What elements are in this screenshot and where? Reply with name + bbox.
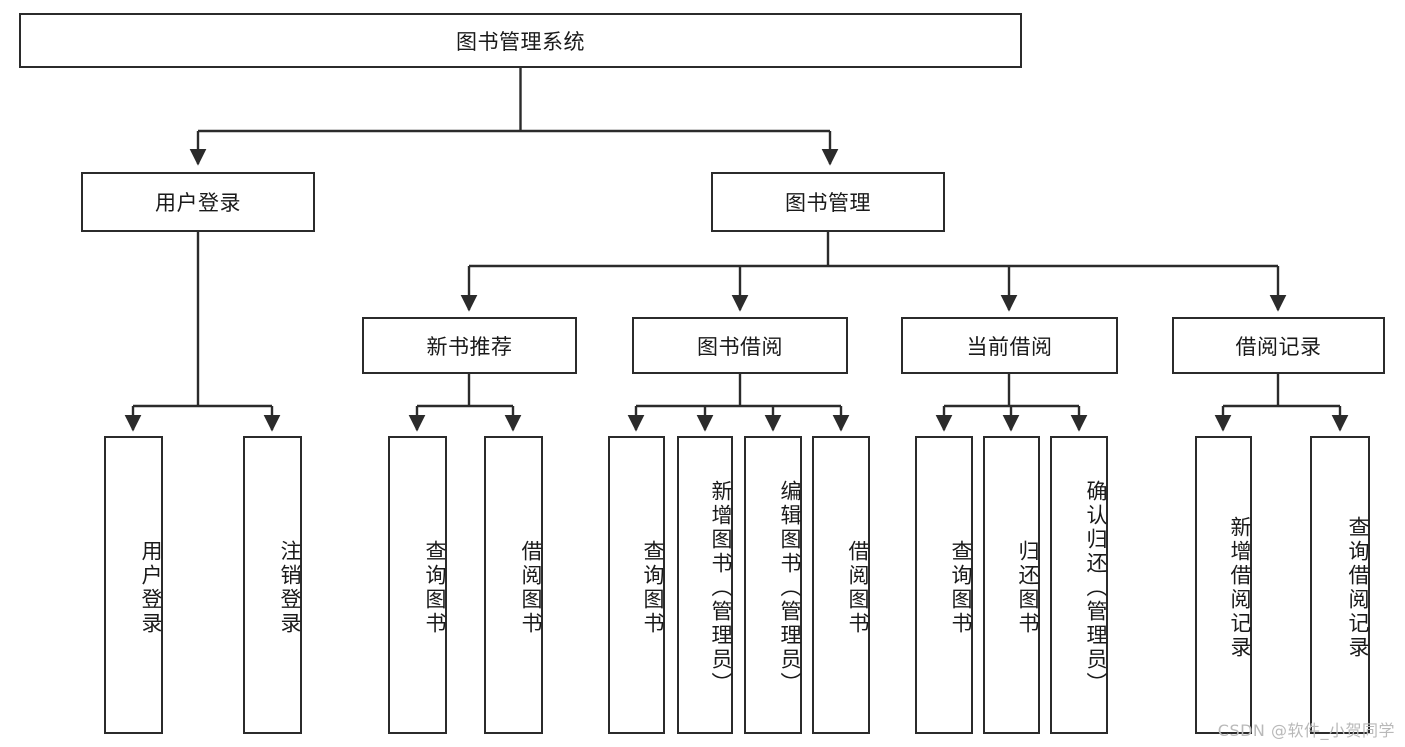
leaf-borrow-book-1[interactable]: 借阅图书 <box>484 436 543 734</box>
node-borrow-record-label: 借阅记录 <box>1235 334 1322 359</box>
leaf-query-record-label: 查询借阅记录 <box>1346 516 1370 660</box>
node-user-login-label: 用户登录 <box>155 191 241 215</box>
leaf-user-login-label: 用户登录 <box>139 540 163 636</box>
leaf-query-book-3-label: 查询图书 <box>949 540 973 636</box>
leaf-query-book-1-label: 查询图书 <box>423 540 447 636</box>
node-root[interactable]: 图书管理系统 <box>19 13 1022 68</box>
node-current-borrow-label: 当前借阅 <box>966 334 1053 359</box>
leaf-query-book-1[interactable]: 查询图书 <box>388 436 447 734</box>
node-current-borrow[interactable]: 当前借阅 <box>901 317 1118 374</box>
leaf-return-book-label: 归还图书 <box>1016 540 1040 636</box>
node-borrow-record[interactable]: 借阅记录 <box>1172 317 1385 374</box>
leaf-query-book-2[interactable]: 查询图书 <box>608 436 665 734</box>
node-new-book-recommend[interactable]: 新书推荐 <box>362 317 577 374</box>
leaf-add-record-label: 新增借阅记录 <box>1228 516 1252 660</box>
leaf-query-book-2-label: 查询图书 <box>641 540 665 636</box>
leaf-query-record[interactable]: 查询借阅记录 <box>1310 436 1370 734</box>
leaf-borrow-book-2[interactable]: 借阅图书 <box>812 436 870 734</box>
leaf-logout-label: 注销登录 <box>278 540 302 636</box>
leaf-query-book-3[interactable]: 查询图书 <box>915 436 973 734</box>
node-book-borrow-label: 图书借阅 <box>697 334 783 359</box>
leaf-edit-book-label: 编辑图书（管理员） <box>778 480 802 696</box>
leaf-edit-book[interactable]: 编辑图书（管理员） <box>744 436 802 734</box>
node-user-login[interactable]: 用户登录 <box>81 172 315 232</box>
leaf-add-record[interactable]: 新增借阅记录 <box>1195 436 1252 734</box>
leaf-borrow-book-2-label: 借阅图书 <box>846 540 870 636</box>
leaf-user-login[interactable]: 用户登录 <box>104 436 163 734</box>
node-book-borrow[interactable]: 图书借阅 <box>632 317 848 374</box>
leaf-return-book[interactable]: 归还图书 <box>983 436 1040 734</box>
leaf-logout[interactable]: 注销登录 <box>243 436 302 734</box>
node-new-book-recommend-label: 新书推荐 <box>426 334 513 359</box>
leaf-confirm-return-label: 确认归还（管理员） <box>1084 480 1108 696</box>
leaf-confirm-return[interactable]: 确认归还（管理员） <box>1050 436 1108 734</box>
node-root-label: 图书管理系统 <box>456 29 585 54</box>
leaf-add-book[interactable]: 新增图书（管理员） <box>677 436 733 734</box>
leaf-borrow-book-1-label: 借阅图书 <box>519 540 543 636</box>
watermark: CSDN @软件_小贺同学 <box>1217 721 1395 740</box>
node-book-management-label: 图书管理 <box>785 191 871 215</box>
node-book-management[interactable]: 图书管理 <box>711 172 945 232</box>
leaf-add-book-label: 新增图书（管理员） <box>709 480 733 696</box>
